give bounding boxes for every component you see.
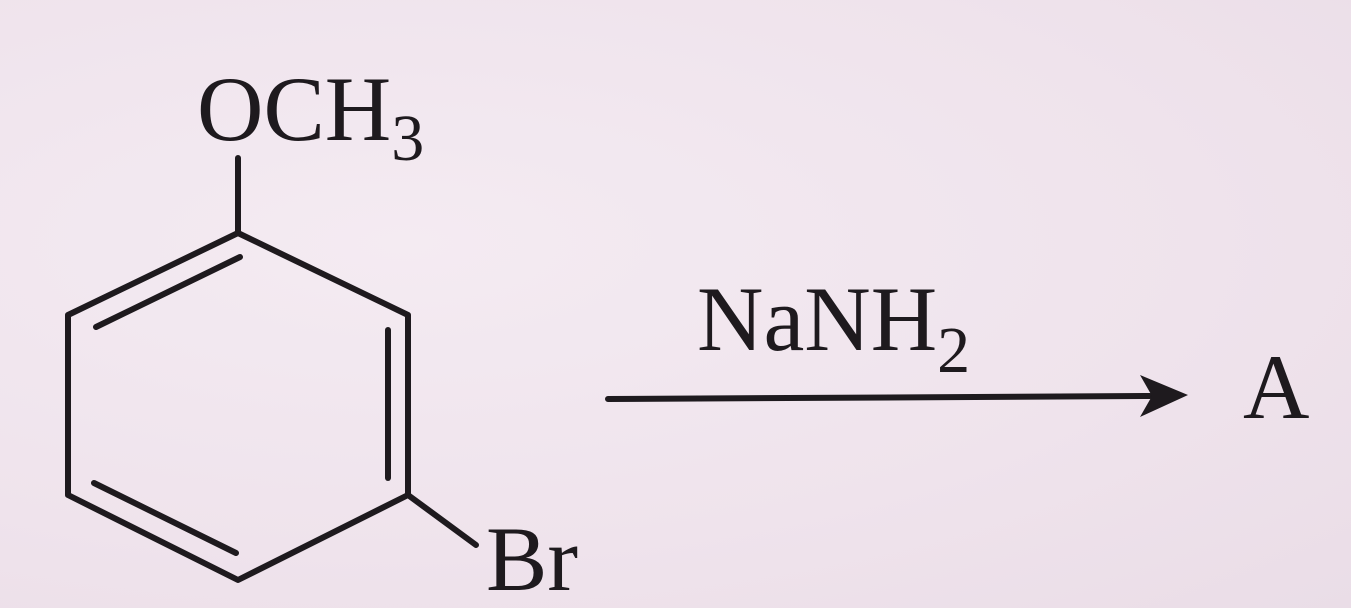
arrow-shaft [605, 393, 1153, 402]
reagent-subscript: 2 [937, 314, 970, 387]
double-bond-bottom-left [91, 480, 239, 556]
reagent-label: NaNH2 [697, 268, 970, 387]
bond-to-bromine [405, 492, 479, 548]
ring-outline [65, 230, 411, 583]
reaction-arrow [605, 375, 1188, 417]
double-bond-top-left [93, 254, 243, 330]
product-label: A [1243, 336, 1309, 438]
bromine-label: Br [486, 508, 578, 608]
arrow-head-icon [1140, 375, 1188, 417]
benzene-ring [65, 155, 479, 583]
methoxy-subscript: 3 [391, 102, 424, 175]
methoxy-label: OCH3 [197, 58, 424, 175]
